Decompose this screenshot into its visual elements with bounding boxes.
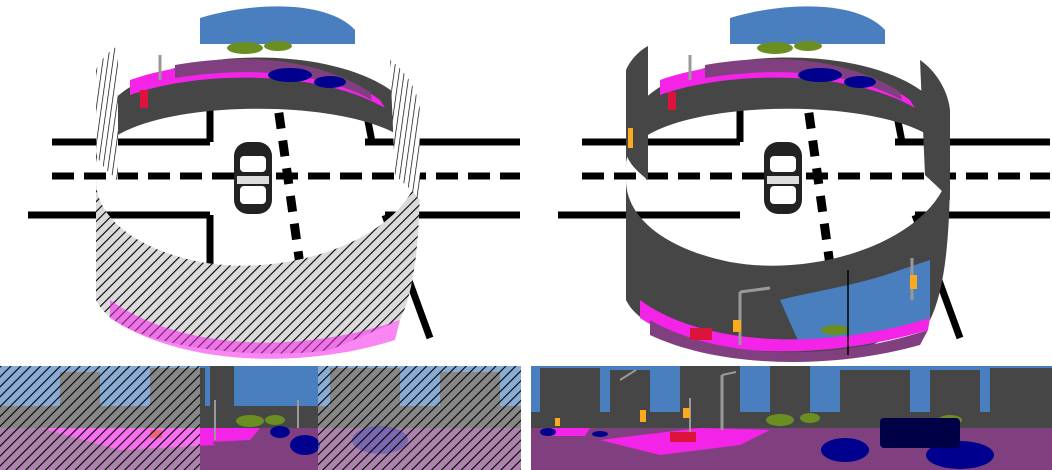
panorama-cylinder-right (626, 6, 950, 362)
panorama-cylinder-left (96, 6, 420, 359)
ego-car-icon (764, 142, 802, 214)
left-bev-panel (28, 6, 520, 359)
right-bev-panel (558, 6, 1050, 362)
left-panorama-strip (0, 366, 521, 470)
right-panorama-strip (531, 366, 1052, 470)
ego-car-icon (234, 142, 272, 214)
